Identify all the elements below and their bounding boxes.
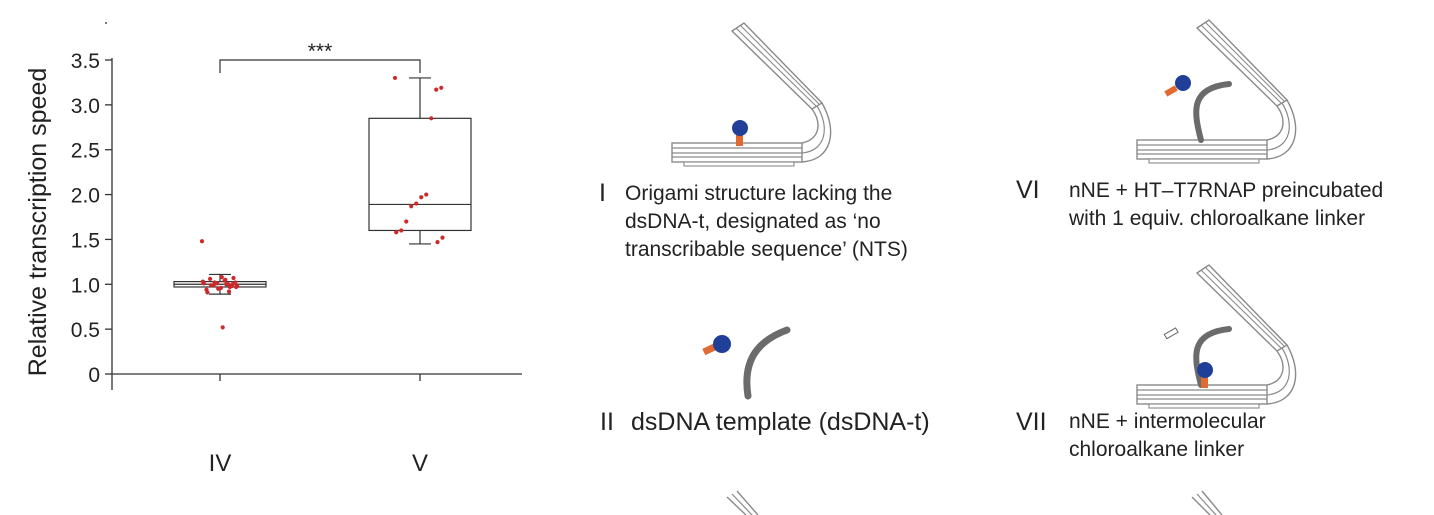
data-point bbox=[219, 275, 224, 280]
panel-VII-numeral: VII bbox=[1016, 408, 1047, 436]
data-point bbox=[392, 75, 398, 81]
significance-bracket: *** bbox=[219, 40, 421, 73]
box-V bbox=[368, 75, 472, 245]
data-point bbox=[224, 282, 229, 287]
data-point bbox=[208, 283, 214, 288]
y-tick-label: 2.0 bbox=[71, 185, 100, 208]
data-point bbox=[409, 204, 414, 209]
data-point bbox=[226, 289, 232, 294]
data-point bbox=[419, 195, 424, 200]
y-tick-label: 1.0 bbox=[71, 274, 100, 297]
illustration-II bbox=[702, 326, 791, 400]
illustration-VI bbox=[1136, 19, 1297, 164]
panel-VII-caption-line: chloroalkane linker bbox=[1069, 438, 1245, 461]
panel-VI-caption-line: nNE + HT–T7RNAP preincubated bbox=[1069, 179, 1384, 202]
panel-I-numeral: I bbox=[599, 179, 606, 207]
linker-icon bbox=[702, 343, 717, 356]
data-point bbox=[235, 283, 240, 289]
illustration-partial-bottom-right bbox=[1191, 490, 1223, 515]
y-tick-label: 2.5 bbox=[71, 140, 100, 163]
data-point bbox=[414, 201, 419, 206]
protein-ball-icon bbox=[1197, 362, 1213, 378]
panel-VI-numeral: VI bbox=[1016, 176, 1040, 204]
data-point bbox=[199, 239, 205, 244]
panel-VI-caption-line: with 1 equiv. chloroalkane linker bbox=[1069, 207, 1366, 230]
illustration-I bbox=[671, 22, 832, 167]
data-point bbox=[435, 240, 440, 245]
data-point bbox=[429, 116, 434, 121]
data-point bbox=[434, 87, 439, 92]
significance-stars: *** bbox=[308, 40, 333, 63]
y-tick-label: 3.0 bbox=[71, 95, 100, 118]
data-point bbox=[216, 286, 221, 291]
y-axis: 0 0.5 1.0 1.5 2.0 2.5 3.0 3.5 bbox=[71, 22, 113, 390]
box-iqr bbox=[368, 117, 472, 232]
box-plot-chart: Relative transcription speed 0 0.5 1.0 1.5 2… bbox=[24, 22, 522, 477]
dna-strand-icon bbox=[743, 326, 791, 400]
protein-ball-icon bbox=[713, 335, 731, 353]
protein-ball-icon bbox=[732, 120, 748, 136]
boxes bbox=[173, 75, 472, 330]
data-point bbox=[231, 275, 236, 281]
y-tick-label: 0 bbox=[88, 364, 100, 387]
data-point bbox=[394, 230, 399, 235]
data-point bbox=[230, 282, 235, 287]
panel-II-numeral: II bbox=[600, 408, 614, 436]
data-point bbox=[399, 228, 404, 233]
x-axis: IV V bbox=[112, 373, 522, 477]
linker-icon bbox=[736, 135, 743, 146]
panel-II-caption: dsDNA template (dsDNA-t) bbox=[631, 408, 930, 436]
data-point bbox=[220, 325, 225, 330]
panel-VII-caption: nNE + intermolecular chloroalkane linker bbox=[1069, 408, 1266, 464]
data-point bbox=[404, 219, 409, 224]
linker-icon bbox=[1201, 377, 1208, 388]
protein-ball-icon bbox=[1175, 75, 1191, 91]
panel-I-caption: Origami structure lacking the dsDNA-t, d… bbox=[625, 180, 908, 264]
y-axis-label: Relative transcription speed bbox=[24, 68, 52, 377]
x-tick-label: IV bbox=[209, 450, 232, 477]
panel-I-caption-line: dsDNA-t, designated as ‘no bbox=[625, 210, 881, 233]
data-point bbox=[208, 276, 213, 282]
free-linker-icon bbox=[1163, 327, 1179, 340]
illustration-VII bbox=[1136, 264, 1297, 409]
y-tick-label: 3.5 bbox=[71, 50, 100, 73]
data-point bbox=[439, 85, 444, 90]
dna-strand-icon bbox=[1193, 326, 1232, 388]
panel-I-caption-line: transcribable sequence’ (NTS) bbox=[625, 238, 908, 261]
dna-strand-icon bbox=[1193, 81, 1232, 143]
data-point bbox=[201, 281, 206, 286]
data-point bbox=[205, 290, 210, 295]
box-IV bbox=[173, 239, 267, 330]
panel-VII-caption-line: nNE + intermolecular bbox=[1069, 410, 1266, 433]
bracket-line bbox=[219, 59, 421, 73]
data-point bbox=[440, 235, 445, 240]
data-point bbox=[424, 192, 429, 197]
linker-icon bbox=[1164, 85, 1178, 97]
y-tick-label: 0.5 bbox=[71, 319, 100, 342]
panel-I-caption-line: Origami structure lacking the bbox=[625, 182, 893, 205]
y-tick-label: 1.5 bbox=[71, 229, 100, 252]
panel-VI-caption: nNE + HT–T7RNAP preincubated with 1 equi… bbox=[1069, 177, 1383, 233]
data-point bbox=[223, 277, 228, 282]
illustration-partial-bottom-left bbox=[726, 490, 759, 515]
data-point bbox=[227, 284, 232, 290]
data-point bbox=[212, 280, 217, 285]
x-tick-label: V bbox=[412, 450, 428, 477]
